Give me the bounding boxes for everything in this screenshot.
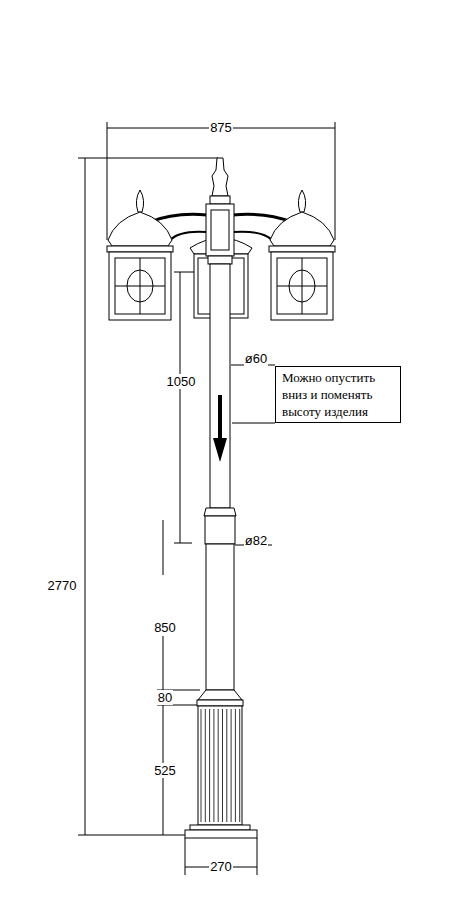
hub — [206, 204, 234, 256]
dimension-label: ø82 — [244, 533, 268, 548]
finial — [212, 158, 228, 196]
dimension-label: ø60 — [244, 351, 268, 366]
dimension-lines — [78, 122, 335, 875]
upper-pole — [210, 264, 230, 508]
lower-pole — [206, 544, 234, 690]
move-arrow — [213, 395, 227, 462]
dimension-label: 2770 — [47, 578, 78, 593]
extension-line — [335, 122, 336, 240]
dimension-line — [163, 636, 164, 835]
dimension-line — [180, 272, 181, 543]
lattice-oval — [289, 270, 315, 302]
lantern-finial — [136, 190, 143, 212]
lantern-band — [107, 246, 173, 252]
lantern-roof — [108, 212, 172, 246]
lantern-band — [269, 246, 335, 252]
dimension-label: 525 — [153, 763, 177, 778]
lantern-body — [271, 252, 333, 320]
extension-line — [78, 835, 185, 836]
dimension-line — [85, 158, 86, 835]
dimension-label: 80 — [157, 690, 173, 705]
arm — [233, 214, 292, 222]
flute — [239, 709, 240, 822]
lantern-finial — [298, 190, 305, 212]
dimension-label: 1050 — [166, 374, 197, 389]
base-step — [190, 825, 250, 830]
lattice — [115, 286, 165, 287]
hub-cap — [210, 196, 230, 204]
base-plate — [185, 830, 257, 838]
flute — [231, 709, 232, 822]
dimension-label: 850 — [153, 620, 177, 635]
dimension-line — [163, 520, 164, 575]
extension-line — [257, 838, 258, 875]
arrow-shaft — [218, 395, 222, 440]
flute — [201, 709, 202, 822]
lantern-roof — [270, 212, 334, 246]
base-neck — [198, 690, 242, 700]
lantern-body — [109, 252, 171, 320]
arrow-head — [213, 438, 227, 462]
note-box: Можно опустить вниз и поменять высоту из… — [275, 366, 401, 423]
sleeve-top — [204, 508, 236, 516]
lattice — [277, 286, 327, 287]
lantern-frame — [277, 258, 327, 314]
dimension-label: 875 — [209, 120, 233, 135]
flute — [226, 709, 227, 822]
lamp-post — [107, 158, 335, 838]
leader-line — [232, 423, 275, 424]
flutes — [201, 709, 240, 822]
fluted-base — [198, 706, 242, 825]
note-text: Можно опустить вниз и поменять высоту из… — [282, 369, 394, 420]
arm — [233, 232, 272, 240]
sleeve — [205, 516, 235, 544]
base-ring — [197, 700, 243, 706]
extension-line — [107, 122, 108, 240]
flute — [213, 709, 214, 822]
flute — [235, 709, 236, 822]
arm — [170, 232, 207, 240]
extension-line — [185, 838, 186, 875]
extension-line — [78, 158, 218, 159]
flute — [222, 709, 223, 822]
lattice-oval — [127, 270, 153, 302]
lantern-frame — [115, 258, 165, 314]
extension-line — [174, 543, 192, 544]
flute — [209, 709, 210, 822]
flute — [205, 709, 206, 822]
flute — [218, 709, 219, 822]
hub-panel — [211, 210, 229, 250]
pole-collar — [208, 256, 232, 264]
extension-line — [157, 705, 200, 706]
dimension-label: 270 — [209, 859, 233, 874]
